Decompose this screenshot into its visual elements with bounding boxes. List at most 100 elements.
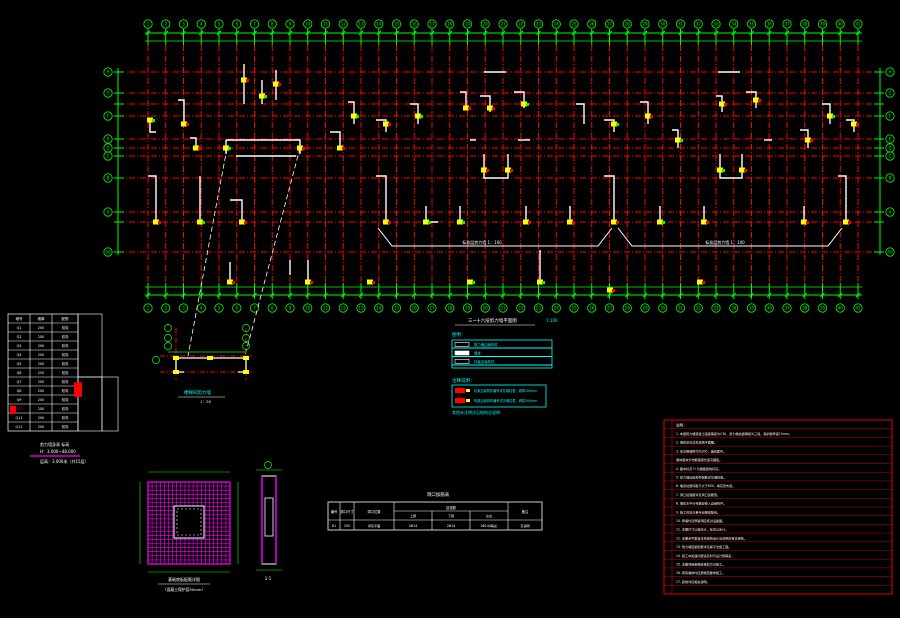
bottom-axis-bubble-circle (693, 303, 703, 313)
legend2-swatch (455, 398, 465, 403)
bottom-axis-bubble-circle (178, 303, 189, 313)
bottom-axis-bubble-circle (214, 303, 224, 313)
dim-slash-top (731, 30, 737, 36)
bottom-axis-bubble-label: 16 (412, 306, 418, 311)
wall-table-cell: 双向 (62, 334, 69, 339)
dim-slash-top (234, 30, 240, 36)
column-marker (428, 221, 431, 224)
top-axis-bubble-label: 40 (838, 22, 844, 27)
left-axis-bubble-label: F (107, 114, 110, 119)
left-axis-bubble-label: G (106, 91, 109, 96)
bottom-axis-bubble-circle (462, 303, 473, 313)
legend1-item: 剪力墙边缘构件 (474, 342, 498, 347)
top-axis-bubble-circle (374, 19, 384, 29)
wall-table-cell: 双向 (62, 415, 69, 420)
wall-segment (838, 175, 847, 222)
top-axis-bubble-circle (675, 19, 686, 29)
dim-slash-bottom (589, 292, 595, 298)
wall-table-cell: Q4 (17, 353, 22, 357)
plan-note-right: 标准层剪力墙 1：100 (705, 239, 745, 245)
top-axis-bubble-circle (320, 19, 331, 29)
top-axis-bubble-circle (161, 19, 171, 29)
top-axis-bubble-circle (338, 19, 348, 29)
top-axis-bubble-circle (303, 19, 313, 29)
dim-slash-bottom (642, 292, 648, 298)
wall-segment (330, 131, 341, 148)
dim-slash-bottom (536, 292, 541, 298)
wall-table-caption-2: H：3.000~48.000 (40, 449, 76, 454)
mesh-opening (173, 505, 205, 539)
dim-slash-top (571, 30, 577, 36)
right-axis-bubble-label: B (889, 176, 892, 181)
dim-slash-top (784, 30, 790, 36)
top-axis-bubble-circle (409, 19, 419, 29)
dim-slash-top (624, 30, 630, 36)
boundary-column (193, 145, 199, 151)
red-horizontal-gridlines (118, 71, 880, 253)
top-axis-bubble-circle (604, 19, 615, 29)
schedule-header: 备注 (522, 509, 529, 514)
right-axis-bubble-circle (885, 247, 895, 257)
column-marker (612, 289, 615, 292)
column-marker (468, 107, 471, 110)
stair-axis-bubble (242, 334, 250, 342)
wall-table-cell: 200 (38, 398, 44, 402)
left-axis-bubble-circle (103, 173, 113, 183)
column-marker (388, 221, 391, 224)
bottom-axis-bubble-label: 3 (182, 306, 185, 311)
stair-axis-bubble (242, 342, 250, 350)
top-axis-bubble-label: 18 (447, 22, 453, 27)
bottom-axis-bubble-label: 34 (731, 306, 737, 311)
dim-slash-top (802, 30, 808, 36)
bottom-axis-bubble-circle (356, 303, 366, 313)
dim-slash-top (855, 30, 861, 36)
bottom-axis-bubble-label: 37 (784, 306, 790, 311)
dim-slash-top (216, 30, 222, 36)
column-marker (152, 119, 155, 122)
legend1-swatch (454, 342, 470, 347)
dim-slash-top (465, 30, 470, 36)
notes-item: 13. 剪力墙连梁配筋详见梁平法施工图。 (676, 544, 731, 549)
top-axis-bubble-circle (143, 19, 153, 29)
bottom-axis-bubble-circle (587, 303, 597, 313)
detail-leader-left (187, 147, 228, 357)
boundary-column (305, 279, 311, 285)
boundary-column (197, 219, 203, 225)
bottom-axis-bubble-label: 30 (660, 306, 666, 311)
mesh-opening-inner (176, 508, 202, 536)
column-marker (462, 221, 465, 224)
boundary-column (801, 219, 807, 225)
right-axis-bubble-circle (885, 111, 895, 121)
legend1-swatch (454, 350, 470, 356)
top-axis-bubble-circle (445, 19, 455, 29)
section-opening (264, 497, 274, 537)
boundary-column (719, 101, 725, 107)
bottom-axis-bubble-label: 20 (483, 306, 489, 311)
bottom-axis-bubble-label: 32 (696, 306, 702, 311)
left-axis-bubble-label: C (107, 154, 110, 159)
column-marker (856, 123, 859, 126)
top-axis-bubble-label: 8 (271, 22, 274, 27)
bottom-axis-bubble-circle (853, 303, 863, 313)
top-axis-bubble-circle (782, 19, 792, 29)
bottom-axis-bubble-label: 13 (358, 306, 364, 311)
column-marker (542, 281, 545, 284)
shear-walls (148, 64, 855, 282)
foundation-mesh-detail (139, 471, 239, 573)
right-axis-bubble-circle (885, 151, 895, 161)
dim-slash-bottom (411, 292, 417, 298)
column-marker (832, 115, 835, 118)
top-axis-bubble-circle (551, 19, 561, 29)
right-axis-bubble-label: F (889, 114, 892, 119)
schedule-header: 编号 (331, 509, 338, 514)
bottom-axis-bubble-label: 5 (218, 306, 221, 311)
boundary-column (739, 167, 745, 173)
dim-slash-bottom (553, 292, 559, 298)
dim-slash-bottom (766, 292, 772, 298)
top-axis-bubble-label: 33 (713, 22, 719, 27)
dim-slash-bottom (252, 292, 257, 298)
top-axis-bubble-label: 15 (394, 22, 400, 27)
dim-slash-top (837, 30, 843, 36)
wall-table-cell: 双向 (62, 352, 69, 357)
bottom-axis-bubble-label: 40 (838, 306, 844, 311)
